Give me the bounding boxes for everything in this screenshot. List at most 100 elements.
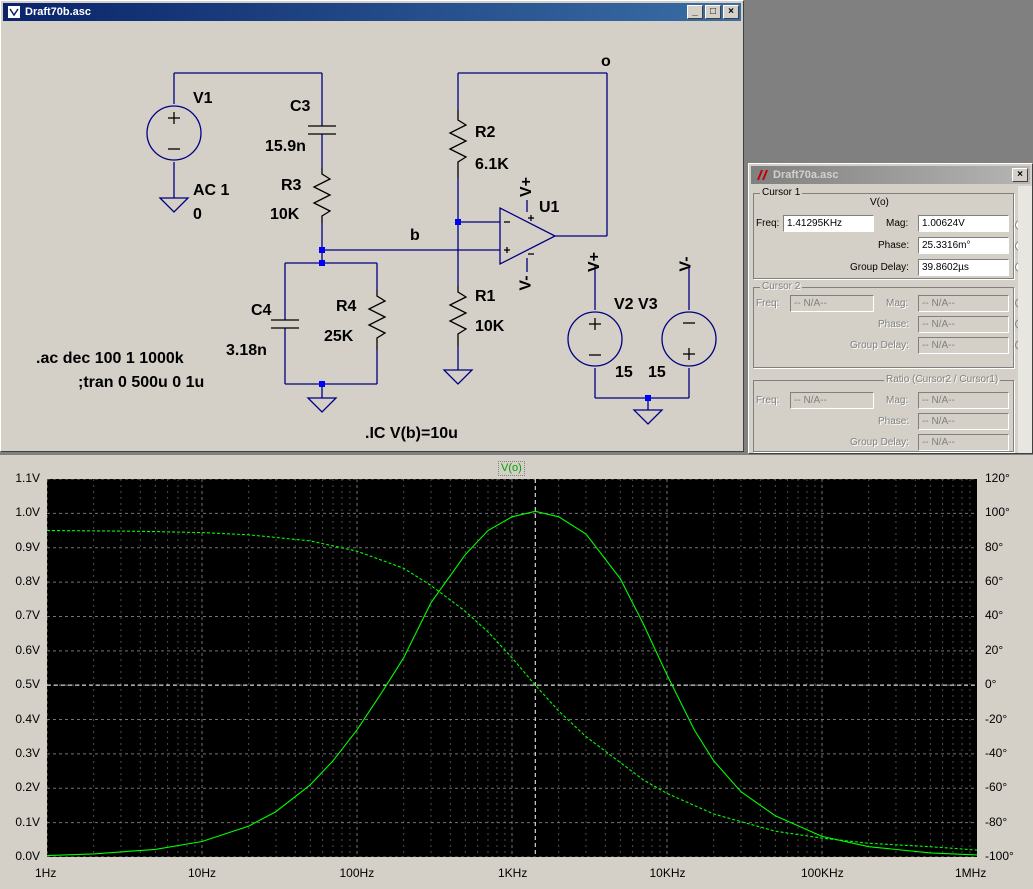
net-label-vplus-opamp: V+: [518, 176, 536, 198]
label-r2: R2: [475, 124, 496, 141]
ratio-mag-field: -- N/A--: [918, 392, 1009, 409]
schematic-titlebar[interactable]: Draft70b.asc _ □ ×: [3, 3, 741, 21]
x-tick-label: 100KHz: [801, 866, 844, 880]
cursor1-phase-label: Phase:: [878, 240, 910, 251]
schematic-window: Draft70b.asc _ □ ×: [0, 0, 744, 452]
spice-directive-ac[interactable]: .ac dec 100 1 1000k: [36, 350, 184, 367]
ltspice-logo-icon: [757, 170, 768, 180]
cursor2-group: Cursor 2 Freq: -- N/A-- Mag: -- N/A-- Ph…: [753, 281, 1014, 368]
x-tick-label: 1KHz: [498, 866, 528, 880]
y-tick-label-left: 0.9V: [15, 539, 40, 554]
x-tick-label: 1MHz: [955, 866, 987, 880]
x-tick-label: 10KHz: [649, 866, 686, 880]
close-button[interactable]: ×: [723, 5, 739, 19]
cursor2-mag-label: Mag:: [886, 298, 909, 309]
label-ac: AC 1: [193, 182, 230, 199]
label-r1-value: 10K: [475, 318, 505, 335]
y-tick-label-left: 0.1V: [15, 814, 40, 829]
magnitude-trace: [46, 510, 978, 857]
schematic-drawing: [146, 72, 717, 425]
plot-area[interactable]: [46, 478, 978, 858]
y-tick-label-right: -20°: [985, 711, 1008, 726]
label-v2-v3: V2 V3: [614, 296, 658, 313]
label-ac-zero: 0: [193, 206, 202, 223]
cursor2-freq-label: Freq:: [756, 298, 780, 309]
label-r4-value: 25K: [324, 328, 354, 345]
schematic-title: Draft70b.asc: [25, 6, 92, 18]
cursor1-group-delay-label: Group Delay:: [850, 262, 909, 273]
cursor2-phase-field: -- N/A--: [918, 316, 1009, 333]
x-tick-label: 100Hz: [339, 866, 375, 880]
y-tick-label-left: 0.4V: [15, 711, 40, 726]
ratio-freq-field: -- N/A--: [790, 392, 874, 409]
y-tick-label-left: 0.8V: [15, 574, 40, 589]
cursor2-group-title: Cursor 2: [760, 281, 803, 292]
cursor1-freq-label: Freq:: [756, 218, 780, 229]
cursor-readout-window: Draft70a.asc × Cursor 1 V(o) Freq: 1.412…: [748, 163, 1033, 454]
cursor1-group-delay-field[interactable]: 39.8602µs: [918, 259, 1009, 276]
cursor2-freq-field: -- N/A--: [790, 295, 874, 312]
y-tick-label-right: -60°: [985, 780, 1008, 795]
ratio-group-delay-label: Group Delay:: [850, 437, 909, 448]
label-c3-value: 15.9n: [265, 138, 306, 155]
spice-directive-tran[interactable]: ;tran 0 500u 0 1u: [78, 374, 205, 391]
ratio-phase-field: -- N/A--: [918, 413, 1009, 430]
y-tick-label-left: 0.7V: [15, 608, 40, 623]
plot-svg: [46, 478, 978, 858]
schematic-canvas[interactable]: V1 AC 1 0 C3 15.9n R3 10K C4 3.18n R4 25…: [10, 28, 741, 451]
cursor2-group-delay-field: -- N/A--: [918, 337, 1009, 354]
y-tick-label-right: 20°: [985, 642, 1004, 657]
label-v2-value: 15: [615, 364, 633, 381]
net-label-vminus-opamp: V-: [517, 275, 535, 291]
y-tick-label-right: 120°: [985, 471, 1010, 485]
y-tick-label-left: 1.1V: [15, 471, 40, 485]
label-u1: U1: [539, 199, 560, 216]
net-label-vplus-source: V+: [586, 251, 604, 273]
cursor2-phase-label: Phase:: [878, 319, 910, 330]
cursor1-freq-field[interactable]: 1.41295KHz: [783, 215, 874, 232]
cursor2-group-delay-label: Group Delay:: [850, 340, 909, 351]
y-tick-label-left: 0.5V: [15, 677, 40, 692]
y-tick-label-left: 0.3V: [15, 745, 40, 760]
cursor1-phase-field[interactable]: 25.3316m°: [918, 237, 1009, 254]
spice-directive-ic[interactable]: .IC V(b)=10u: [365, 425, 458, 442]
cursor-window-title: Draft70a.asc: [773, 169, 839, 181]
ratio-phase-label: Phase:: [878, 416, 910, 427]
cursor1-trace-name: V(o): [870, 197, 889, 208]
label-c4-value: 3.18n: [226, 342, 267, 359]
trace-label-vo[interactable]: V(o): [498, 461, 525, 476]
minimize-button[interactable]: _: [687, 5, 703, 19]
label-r4: R4: [336, 298, 357, 315]
ltspice-schematic-icon: [8, 6, 20, 18]
ratio-group-delay-field: -- N/A--: [918, 434, 1009, 451]
label-v3-value: 15: [648, 364, 666, 381]
ratio-freq-label: Freq:: [756, 395, 780, 406]
cursor1-mag-field[interactable]: 1.00624V: [918, 215, 1009, 232]
y-tick-label-right: -40°: [985, 745, 1008, 760]
cursor-window-titlebar[interactable]: Draft70a.asc ×: [751, 166, 1030, 184]
cursor-window-close-button[interactable]: ×: [1012, 168, 1028, 182]
cursor-window-scrollbar[interactable]: [1018, 186, 1032, 453]
label-r2-value: 6.1K: [475, 156, 509, 173]
cursor2-mag-field: -- N/A--: [918, 295, 1009, 312]
net-label-b: b: [410, 227, 420, 244]
net-label-o: o: [601, 53, 611, 70]
y-tick-label-right: -100°: [985, 849, 1014, 863]
maximize-button[interactable]: □: [705, 5, 721, 19]
cursor1-group-title: Cursor 1: [760, 187, 803, 198]
y-tick-label-right: 80°: [985, 539, 1004, 554]
x-tick-label: 1Hz: [35, 866, 57, 880]
cursor1-group: Cursor 1 V(o) Freq: 1.41295KHz Mag: 1.00…: [753, 187, 1014, 279]
label-r3: R3: [281, 177, 302, 194]
x-tick-label: 10Hz: [188, 866, 217, 880]
y-tick-label-left: 1.0V: [15, 505, 40, 520]
y-tick-label-left: 0.2V: [15, 780, 40, 795]
y-tick-label-right: 60°: [985, 574, 1004, 589]
net-label-vminus-source: V-: [677, 256, 695, 272]
y-tick-label-left: 0.0V: [15, 849, 40, 863]
ratio-group-title: Ratio (Cursor2 / Cursor1): [884, 374, 1001, 385]
label-r1: R1: [475, 288, 496, 305]
label-c3: C3: [290, 98, 311, 115]
label-r3-value: 10K: [270, 206, 300, 223]
